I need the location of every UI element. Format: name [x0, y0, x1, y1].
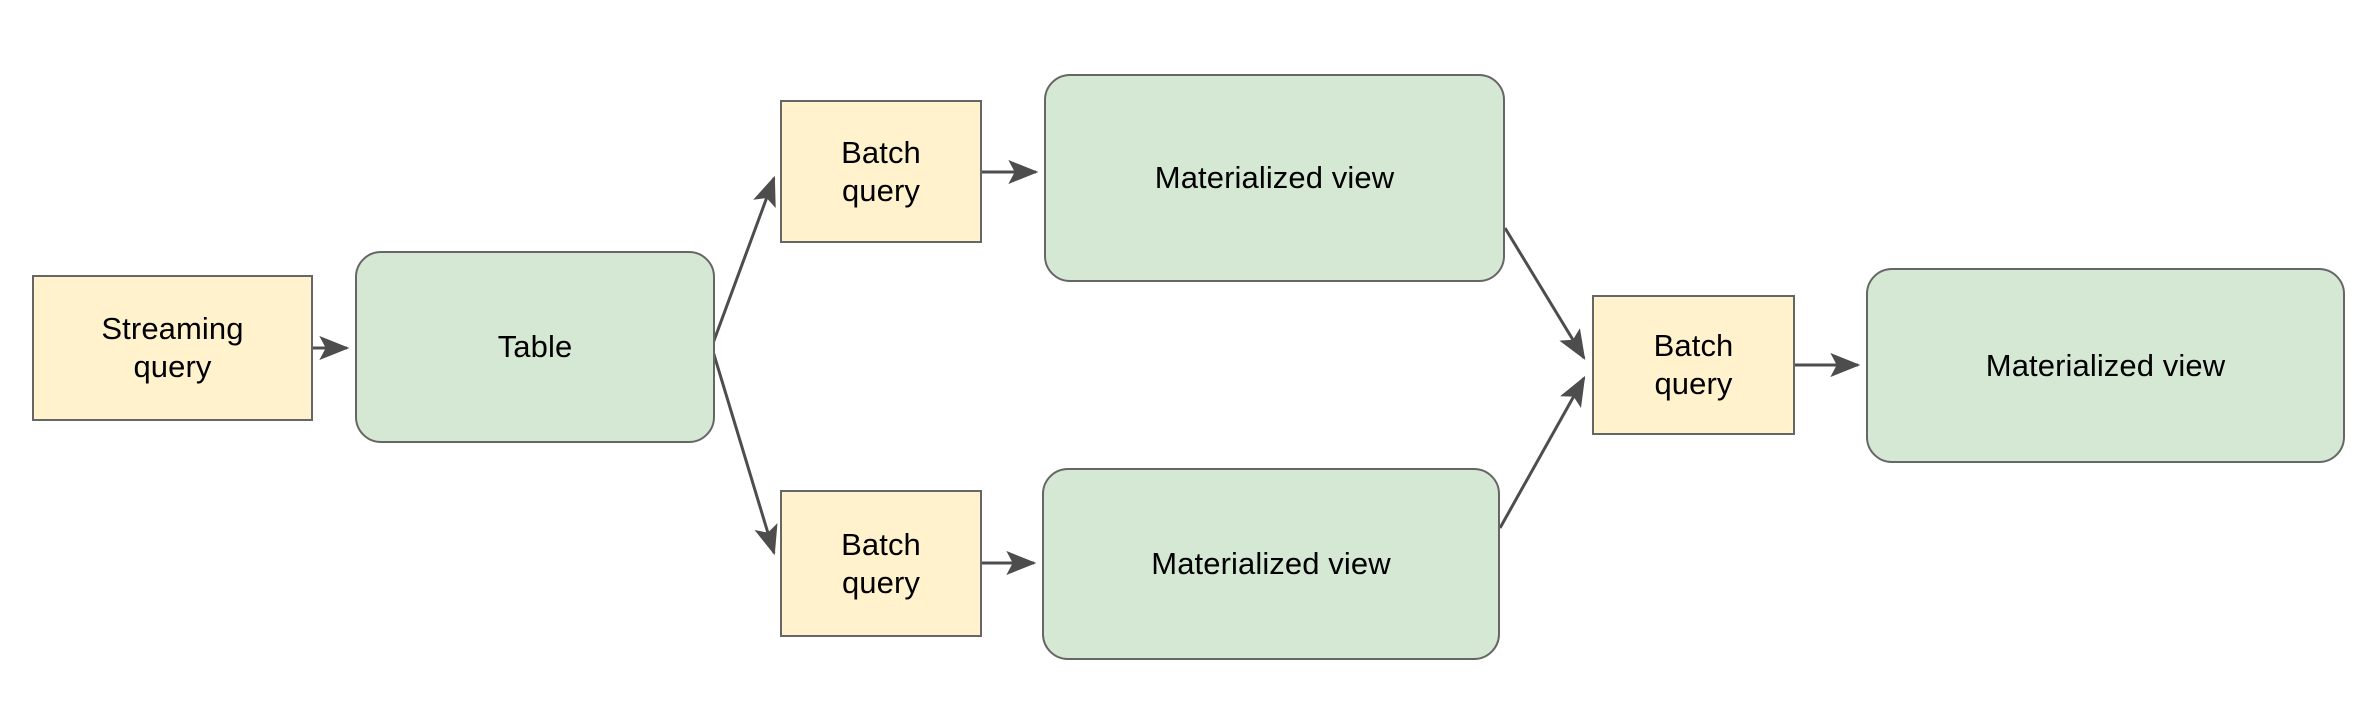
- edge-table-to-batch-bottom: [710, 347, 778, 556]
- node-materialized-view-bottom[interactable]: Materialized view: [1042, 468, 1500, 660]
- node-batch-query-bottom[interactable]: Batch query: [780, 490, 982, 637]
- node-streaming-query[interactable]: Streaming query: [32, 275, 313, 421]
- node-materialized-view-final[interactable]: Materialized view: [1866, 268, 2345, 463]
- edge-view-bottom-to-batch-center: [1498, 375, 1586, 529]
- node-batch-query-top[interactable]: Batch query: [780, 100, 982, 243]
- node-batch-query-center[interactable]: Batch query: [1592, 295, 1795, 435]
- edge-view-top-to-batch-center: [1503, 227, 1586, 361]
- node-materialized-view-top[interactable]: Materialized view: [1044, 74, 1505, 282]
- edge-table-to-batch-top: [710, 175, 776, 347]
- node-table[interactable]: Table: [355, 251, 715, 443]
